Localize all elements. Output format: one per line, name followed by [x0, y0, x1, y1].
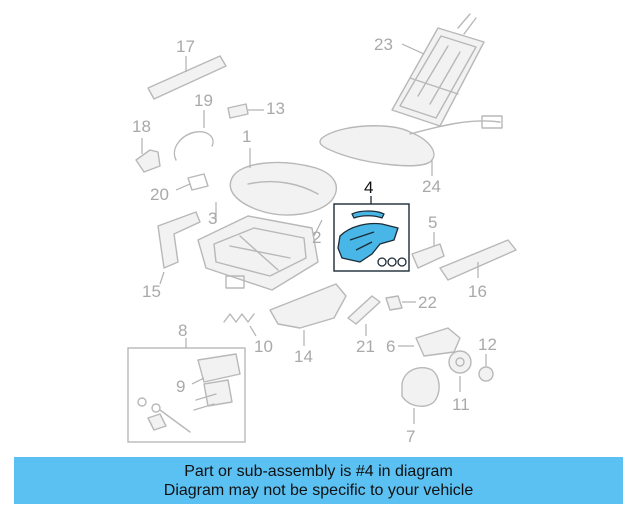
part-5-cover [411, 232, 445, 269]
part-4-highlight [333, 196, 410, 272]
callout-22: 22 [418, 293, 437, 312]
part-3-seat-frame [197, 202, 319, 291]
part-24-lumbar [319, 115, 503, 176]
callout-23: 23 [374, 35, 393, 54]
part-16-long-trim [439, 239, 517, 281]
callout-3: 3 [208, 209, 217, 228]
callout-20: 20 [150, 185, 169, 204]
callout-17: 17 [176, 37, 195, 56]
callout-19: 19 [194, 91, 213, 110]
part-7-motor-assembly [401, 366, 440, 424]
callout-2: 2 [312, 228, 321, 247]
callout-11: 11 [452, 395, 470, 414]
callout-8: 8 [178, 321, 187, 340]
part-17-trim-strip [147, 55, 227, 100]
callout-14: 14 [294, 347, 313, 366]
part-20-fastener [175, 173, 209, 191]
callout-16: 16 [468, 282, 487, 301]
part-13-clip [227, 103, 264, 119]
part-1-cushion [229, 148, 337, 216]
callout-13: 13 [266, 99, 285, 118]
parts-diagram: 17 23 24 19 13 18 20 [127, 13, 517, 446]
part-15-side-shield [157, 211, 201, 285]
part-23-seatback-frame [391, 13, 485, 127]
part-10-spring [223, 313, 257, 337]
callout-15: 15 [142, 282, 161, 301]
part-21-lever [347, 295, 381, 336]
part-12-bushing [478, 354, 494, 382]
part-22-knob [385, 295, 416, 311]
callout-5: 5 [428, 213, 437, 232]
part-11-gear [448, 350, 472, 392]
callout-1: 1 [242, 127, 251, 146]
part-14-side-cover [269, 283, 347, 346]
part-19-wire [173, 110, 214, 161]
callout-10: 10 [254, 337, 273, 356]
callout-12: 12 [478, 335, 497, 354]
banner-line-2: Diagram may not be specific to your vehi… [163, 481, 474, 499]
callout-24: 24 [422, 177, 441, 196]
callout-18: 18 [132, 117, 151, 136]
banner-line-1: Part or sub-assembly is #4 in diagram [184, 462, 453, 480]
callout-21: 21 [356, 337, 375, 356]
callout-9: 9 [176, 377, 185, 396]
lead-2 [313, 219, 323, 237]
callout-4: 4 [364, 178, 373, 197]
part-18-bracket [135, 138, 161, 173]
callout-7: 7 [406, 427, 415, 446]
info-banner: Part or sub-assembly is #4 in diagram Di… [14, 457, 623, 504]
callout-6: 6 [386, 337, 395, 356]
part-6-motor [398, 327, 461, 357]
part-8-detail-box [127, 338, 246, 443]
